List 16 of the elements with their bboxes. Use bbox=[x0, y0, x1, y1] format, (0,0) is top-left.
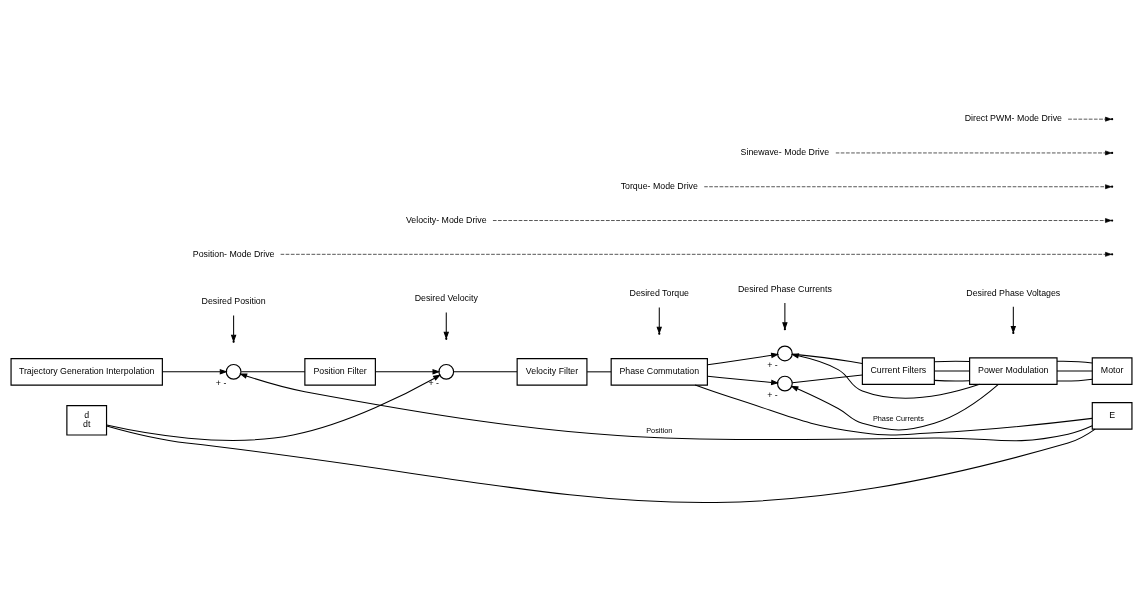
node-text: Direct PWM- Mode Drive bbox=[964, 113, 1062, 124]
node-text: Position- Mode Drive bbox=[192, 248, 275, 259]
node-text: Desired Phase Currents bbox=[737, 283, 832, 294]
node-label: + - bbox=[767, 359, 778, 370]
node-text: Velocity- Mode Drive bbox=[405, 214, 487, 225]
node-text: Desired Velocity bbox=[414, 293, 478, 304]
node-label: + - bbox=[215, 378, 227, 389]
node-text: Sinewave- Mode Drive bbox=[740, 147, 830, 158]
node-text: Desired Phase Voltages bbox=[966, 287, 1061, 298]
node-label: + - bbox=[767, 389, 778, 400]
node-text: Desired Position bbox=[201, 296, 266, 307]
node-text: Torque- Mode Drive bbox=[620, 181, 698, 192]
edge-label: Phase Currents bbox=[872, 414, 924, 424]
node-label: + - bbox=[428, 378, 440, 389]
node-text: Desired Torque bbox=[629, 288, 690, 299]
edge-label: Position bbox=[646, 425, 673, 435]
